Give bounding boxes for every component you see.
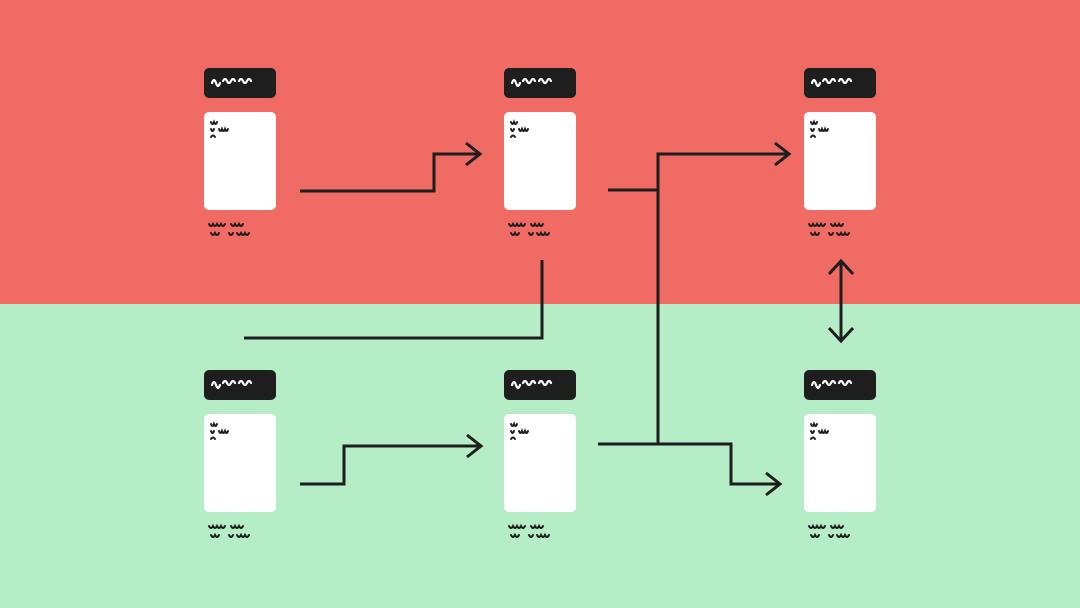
- node-top-center: [504, 68, 576, 248]
- card-scribble: [510, 421, 529, 440]
- node-caption-scribble: [208, 523, 250, 538]
- node-bottom-left: [204, 370, 276, 550]
- node-caption-scribble: [808, 523, 850, 538]
- node-tag: [804, 370, 876, 400]
- node-tag: [204, 370, 276, 400]
- tag-scribble: [810, 379, 853, 390]
- node-tag: [804, 68, 876, 98]
- card-scribble: [510, 119, 529, 138]
- node-tag: [204, 68, 276, 98]
- node-caption-scribble: [808, 221, 850, 236]
- node-bottom-right: [804, 370, 876, 550]
- tag-scribble: [510, 379, 553, 390]
- tag-scribble: [810, 77, 853, 88]
- node-card: [804, 112, 876, 210]
- node-card: [804, 414, 876, 512]
- node-tag: [504, 68, 576, 98]
- node-card: [204, 112, 276, 210]
- node-top-left: [204, 68, 276, 248]
- node-card: [504, 112, 576, 210]
- node-caption-scribble: [208, 221, 250, 236]
- card-scribble: [210, 119, 229, 138]
- node-card: [504, 414, 576, 512]
- node-caption-scribble: [508, 523, 550, 538]
- tag-scribble: [210, 379, 253, 390]
- tag-scribble: [210, 77, 253, 88]
- card-scribble: [810, 421, 829, 440]
- card-scribble: [810, 119, 829, 138]
- node-tag: [504, 370, 576, 400]
- node-bottom-center: [504, 370, 576, 550]
- node-top-right: [804, 68, 876, 248]
- card-scribble: [210, 421, 229, 440]
- node-caption-scribble: [508, 221, 550, 236]
- tag-scribble: [510, 77, 553, 88]
- node-card: [204, 414, 276, 512]
